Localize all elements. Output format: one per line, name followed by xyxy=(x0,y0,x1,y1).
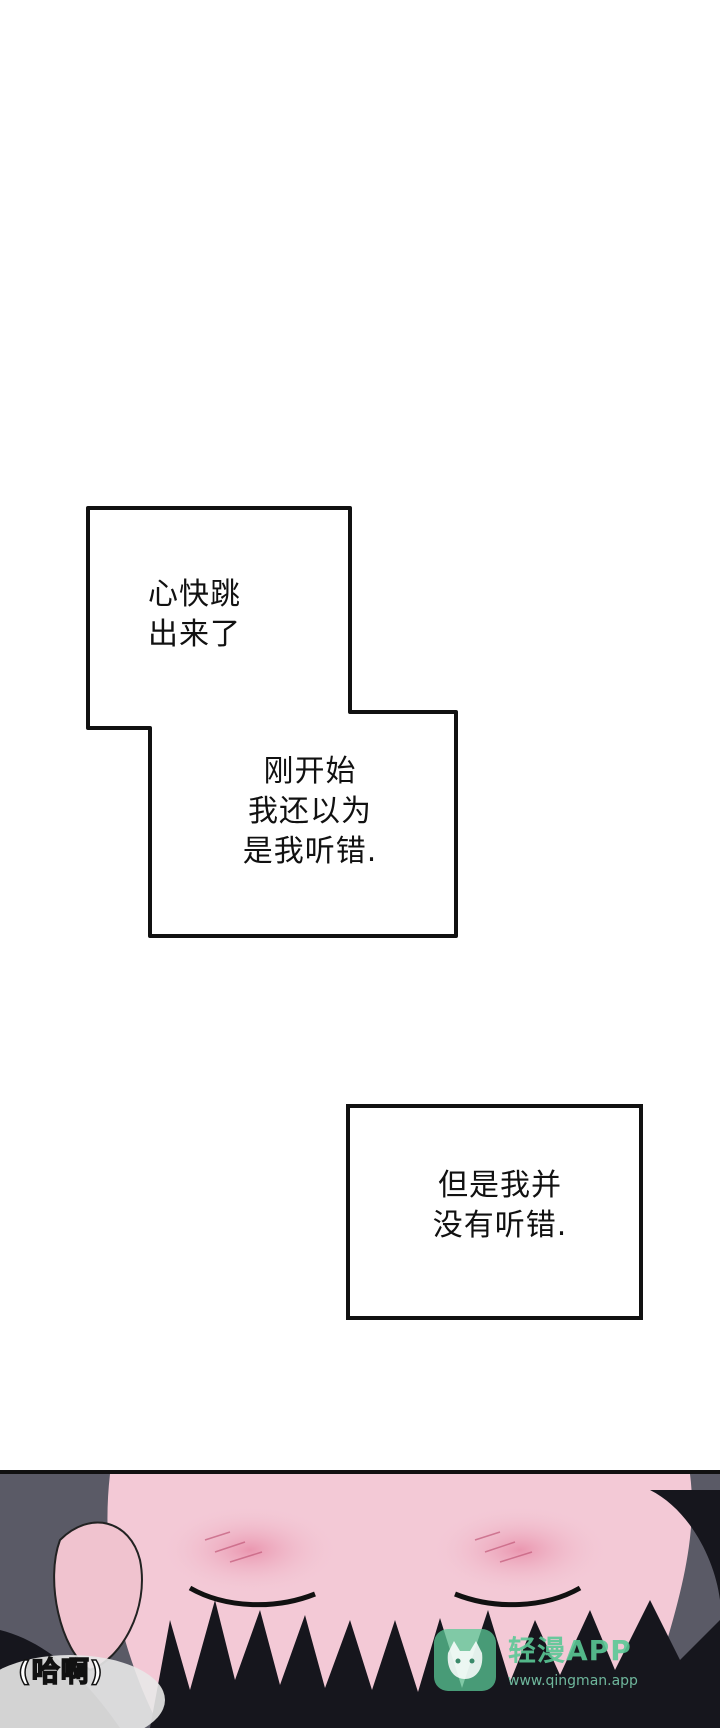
caption-box-2-text: 但是我并 没有听错. xyxy=(432,1168,568,1243)
sfx-panting-text: (哈啊) xyxy=(17,1654,104,1689)
cat-mascot-icon xyxy=(434,1629,496,1691)
caption-box-1-bottom-text: 刚开始 我还以为 是我听错. xyxy=(242,754,378,869)
caption-box-2-frame xyxy=(346,1104,643,1320)
watermark: 轻漫APP www.qingman.app xyxy=(430,1625,680,1705)
watermark-title: 轻漫APP xyxy=(508,1634,632,1667)
watermark-url: www.qingman.app xyxy=(508,1673,638,1689)
caption-box-1-top-text: 心快跳 出来了 xyxy=(148,577,241,652)
